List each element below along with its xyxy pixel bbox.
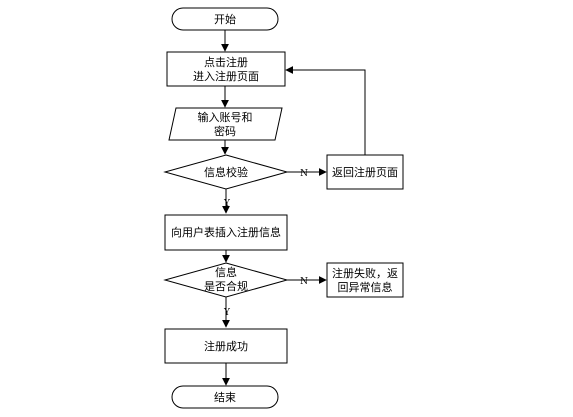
no-label-2: N (300, 277, 308, 287)
register-success-node: 注册成功 (164, 328, 288, 364)
end-label: 结束 (214, 391, 236, 404)
input-credentials-line1: 输入账号和 (198, 110, 253, 124)
return-register-node: 返回注册页面 (326, 154, 404, 190)
click-register-line1: 点击注册 (204, 55, 248, 69)
insert-info-label: 向用户表插入注册信息 (171, 225, 281, 239)
click-register-node: 点击注册 进入注册页面 (166, 51, 286, 87)
no-label-1: N (300, 169, 308, 179)
return-register-label: 返回注册页面 (332, 165, 398, 179)
register-success-label: 注册成功 (204, 339, 248, 353)
click-register-line2: 进入注册页面 (193, 69, 259, 83)
start-node: 开始 (171, 7, 279, 31)
input-credentials-line2: 密码 (214, 124, 236, 138)
end-node: 结束 (171, 385, 279, 409)
register-fail-line1: 注册失败，返 (332, 266, 398, 280)
start-label: 开始 (214, 12, 236, 26)
info-check-label: 信息校验 (204, 165, 248, 179)
input-credentials-node: 输入账号和 密码 (168, 107, 283, 141)
compliance-line1: 信息 (215, 265, 237, 279)
register-fail-line2: 回异常信息 (338, 280, 393, 294)
arrow-return-loop (285, 66, 366, 155)
compliance-line2: 是否合规 (204, 279, 248, 293)
insert-info-node: 向用户表插入注册信息 (164, 214, 288, 251)
compliance-decision: 信息 是否合规 (163, 262, 289, 298)
register-fail-node: 注册失败，返 回异常信息 (326, 262, 404, 298)
info-check-decision: 信息校验 (163, 154, 289, 190)
yes-label-1: Y (223, 199, 231, 209)
yes-label-2: Y (223, 308, 231, 318)
